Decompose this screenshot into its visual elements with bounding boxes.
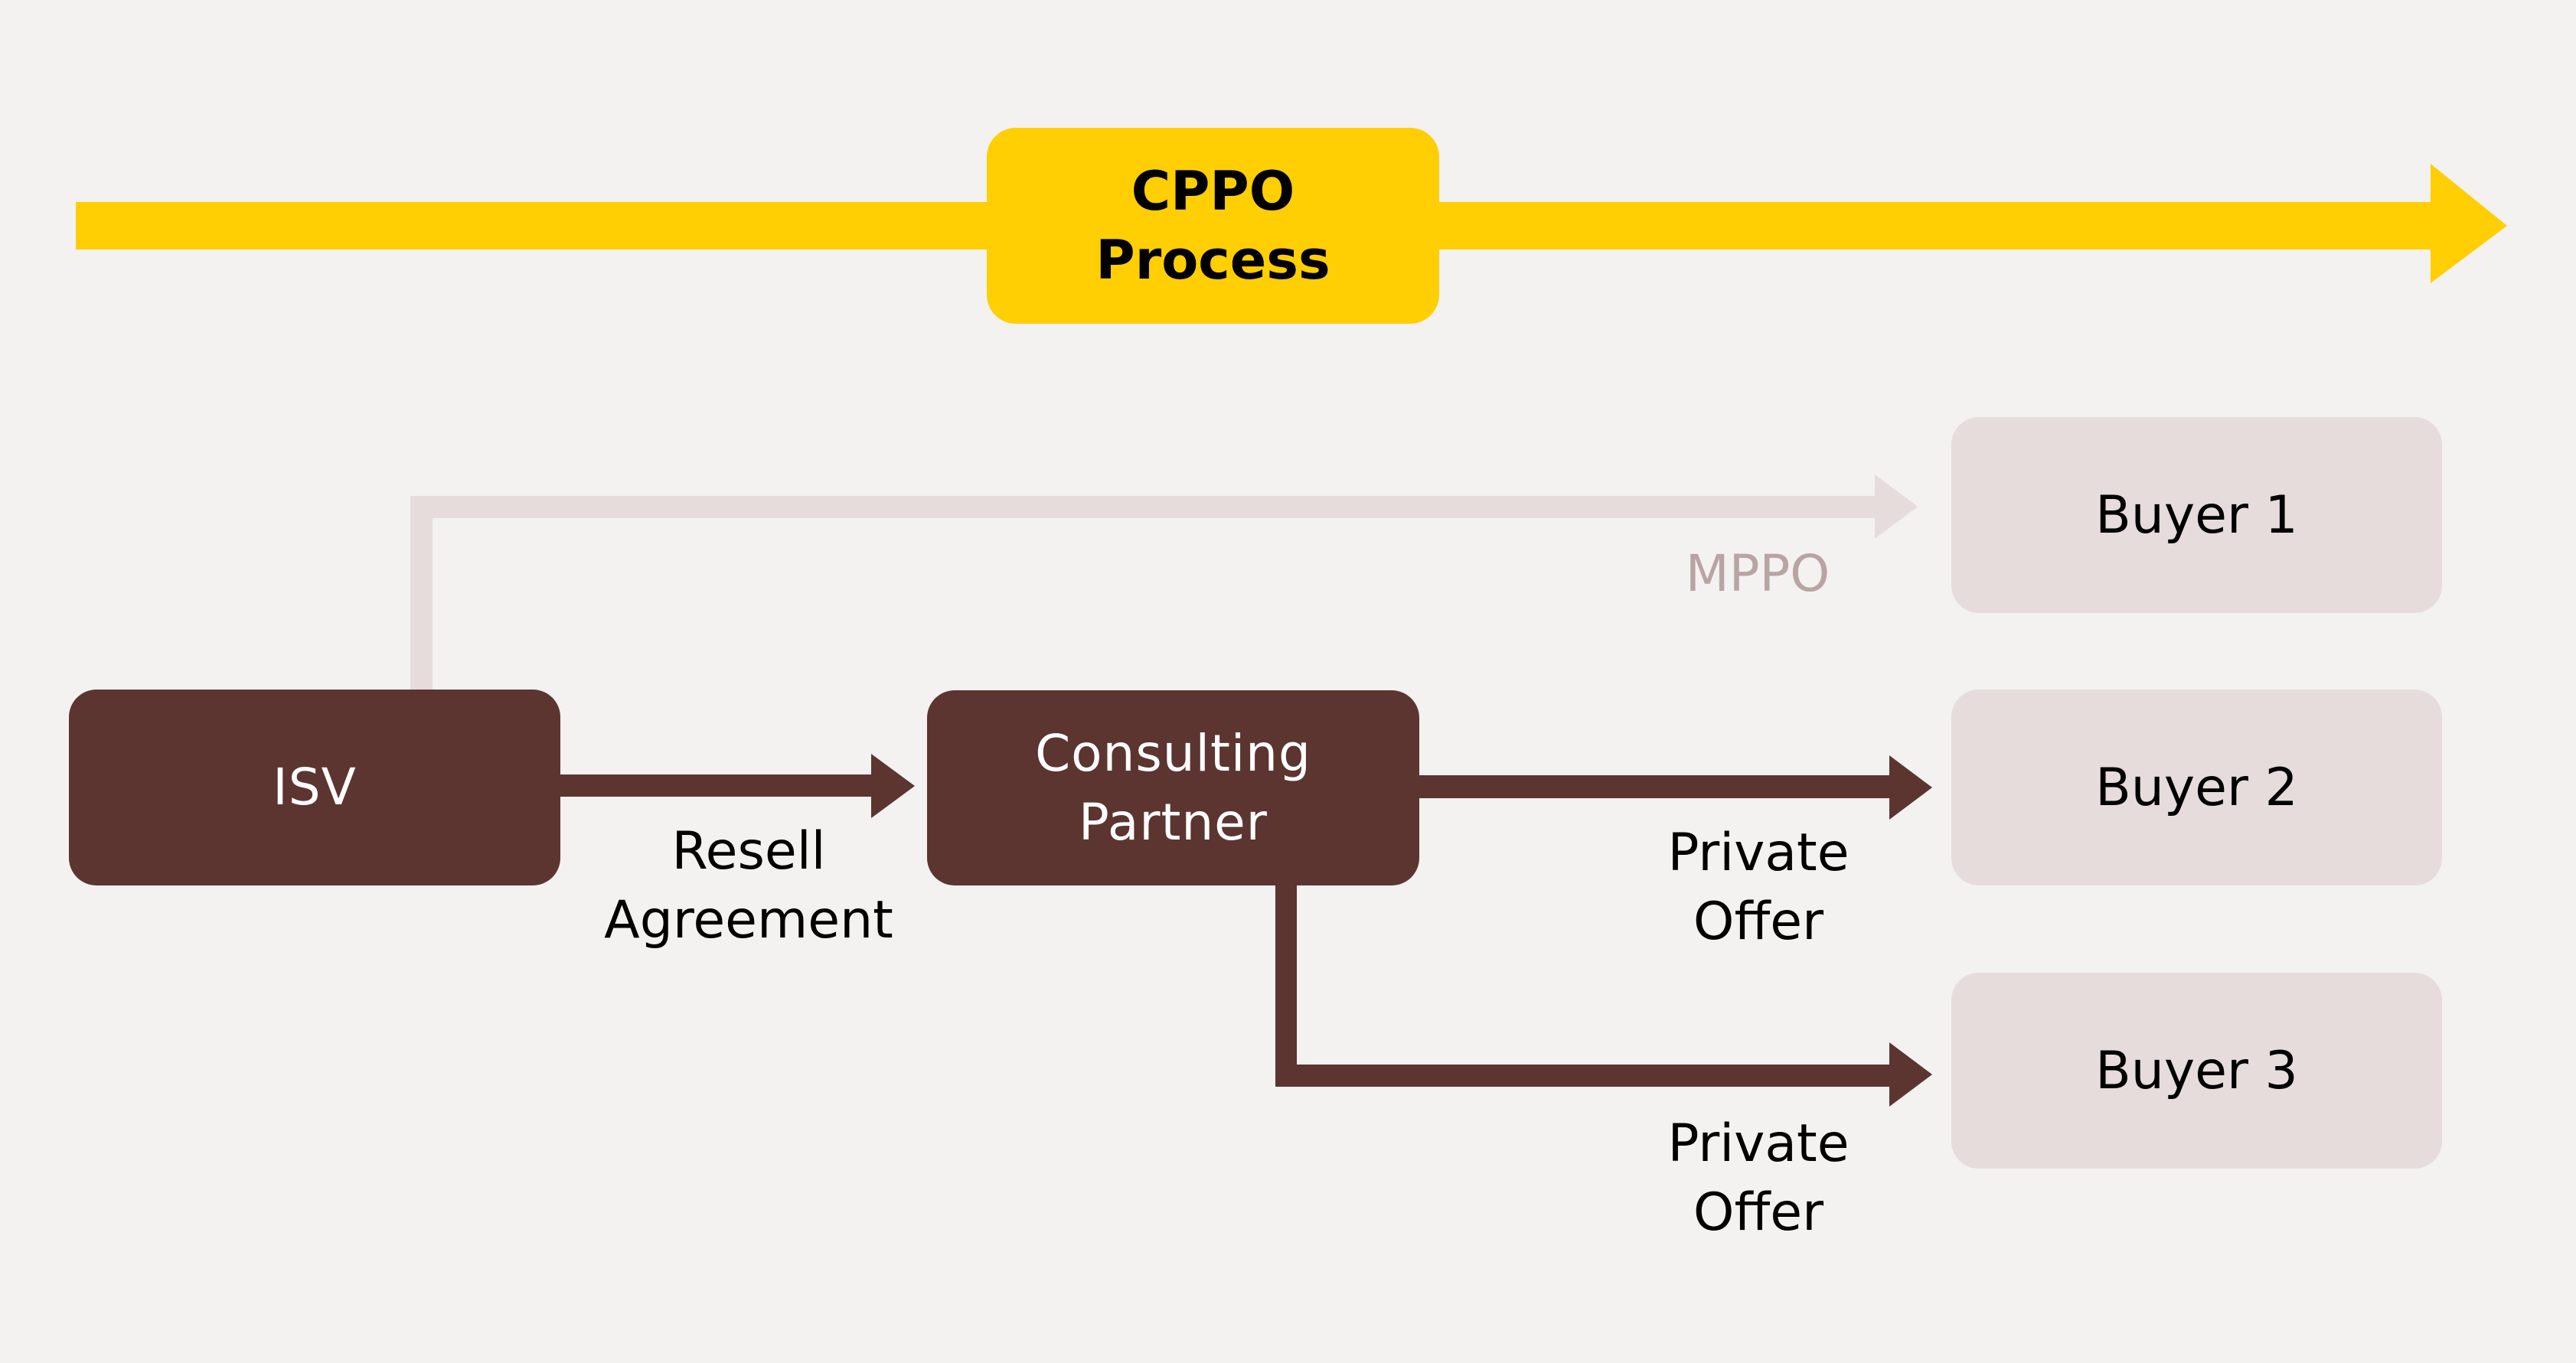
private-offer-buyer-3-edge-label: Private Offer	[1667, 1114, 1850, 1243]
mppo-connector	[410, 474, 1918, 690]
mppo-edge-label: MPPO	[1685, 544, 1830, 603]
isv-node: ISV	[69, 690, 560, 885]
consulting-partner-node: Consulting Partner	[927, 690, 1419, 885]
offer-connector-buyer-2	[1418, 755, 1932, 820]
resell-connector	[559, 754, 915, 818]
buyer-3-label: Buyer 3	[2095, 1040, 2298, 1101]
isv-label: ISV	[273, 758, 357, 817]
buyer-1-node: Buyer 1	[1951, 417, 2442, 613]
offer-arrowhead-buyer-2-icon	[1889, 755, 1932, 820]
offer-connector-buyer-2-shaft	[1418, 775, 1892, 798]
offer-connector-buyer-3-vertical	[1275, 884, 1297, 1087]
private-offer-buyer-2-edge-label: Private Offer	[1667, 823, 1850, 952]
resell-arrowhead-icon	[871, 754, 915, 818]
buyer-1-label: Buyer 1	[2095, 484, 2298, 546]
buyer-3-node: Buyer 3	[1951, 973, 2442, 1169]
cppo-process-label: CPPO Process	[1095, 160, 1330, 292]
mppo-connector-horizontal	[410, 496, 1879, 518]
offer-connector-buyer-3	[1275, 884, 1932, 1107]
cppo-process-box: CPPO Process	[987, 128, 1439, 324]
mppo-connector-vertical	[410, 496, 433, 690]
resell-connector-shaft	[559, 774, 874, 797]
offer-connector-buyer-3-horizontal	[1275, 1065, 1892, 1087]
consulting-partner-label: Consulting Partner	[1035, 723, 1311, 852]
resell-agreement-edge-label: Resell Agreement	[604, 821, 893, 951]
buyer-2-label: Buyer 2	[2095, 757, 2298, 818]
right-arrow-icon	[2431, 164, 2507, 283]
buyer-2-node: Buyer 2	[1951, 690, 2442, 885]
offer-arrowhead-buyer-3-icon	[1889, 1042, 1932, 1107]
mppo-arrowhead-icon	[1875, 474, 1918, 539]
